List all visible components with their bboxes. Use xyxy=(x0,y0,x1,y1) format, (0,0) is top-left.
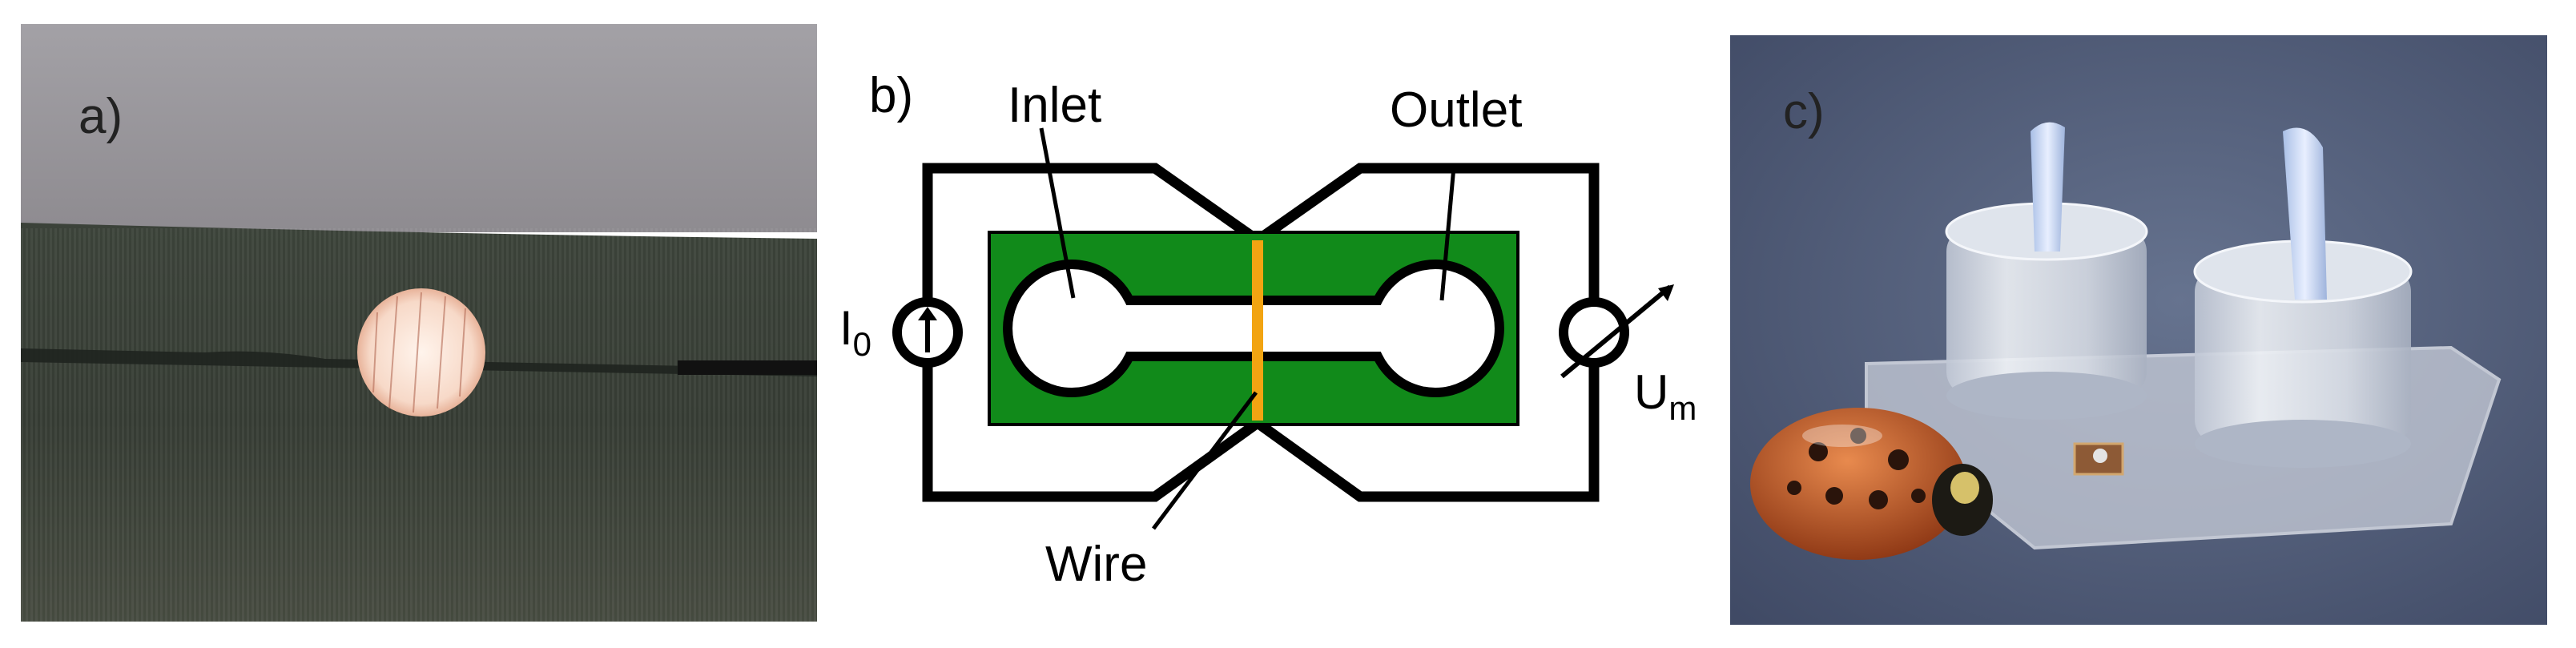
left-reservoir xyxy=(1945,202,2148,420)
voltmeter-label: Um xyxy=(1634,365,1697,427)
wire-trace xyxy=(1252,240,1263,421)
voltmeter-icon xyxy=(1559,284,1674,379)
right-reservoir xyxy=(2193,239,2413,468)
photo-panel-a: a) xyxy=(21,24,817,622)
current-source-icon xyxy=(892,297,963,368)
wire-label: Wire xyxy=(1045,537,1147,592)
panel-label-b: b) xyxy=(869,68,913,123)
panel-label-a: a) xyxy=(78,89,123,144)
fabric-photo xyxy=(21,24,817,622)
outlet-pointer xyxy=(1439,166,1456,301)
chip-schematic: b) Inlet Outlet Wire I0 Um xyxy=(839,68,1697,592)
panel-label-c: c) xyxy=(1783,84,1825,139)
outlet-tube xyxy=(2283,127,2327,300)
inlet-tube xyxy=(2031,122,2065,252)
inlet-label: Inlet xyxy=(1008,78,1101,133)
current-source-label: I0 xyxy=(839,301,871,363)
outlet-label: Outlet xyxy=(1390,83,1522,138)
photo-panel-c: c) xyxy=(1730,35,2547,625)
background-wall xyxy=(21,24,817,232)
seam-shadow-right xyxy=(678,360,817,375)
device-photo xyxy=(1730,35,2547,625)
wire-pointer xyxy=(1152,391,1258,530)
inlet-pointer xyxy=(1039,127,1076,299)
ladybug xyxy=(1750,408,1993,560)
voltmeter-subscript: m xyxy=(1668,389,1697,427)
current-source-symbol: I xyxy=(839,301,853,355)
current-source-subscript: 0 xyxy=(853,325,871,363)
schematic-panel-b: b) Inlet Outlet Wire I0 Um xyxy=(825,0,1714,648)
voltmeter-symbol: U xyxy=(1634,365,1668,419)
white-dot xyxy=(357,288,485,417)
